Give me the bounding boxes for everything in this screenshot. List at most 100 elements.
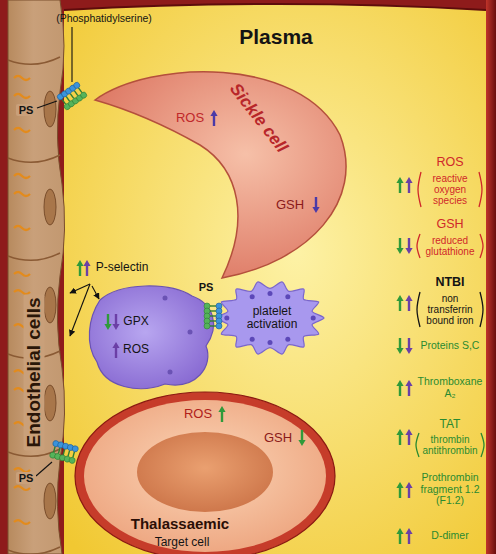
marker-name: Proteins S,C (416, 340, 484, 352)
shape-outline (8, 0, 66, 554)
cell-nucleus (44, 385, 56, 421)
activated-cell: GPX ROS (86, 278, 226, 396)
platelet-granule (250, 294, 255, 299)
granule (163, 296, 168, 301)
ps-label: PS (199, 281, 214, 293)
plasma-lumen (64, 4, 486, 554)
change-arrow (112, 314, 119, 330)
target-cell-centre (137, 432, 273, 512)
change-arrow (405, 482, 412, 498)
target-cell: ROSGSHThalassaemicTarget cell (70, 388, 342, 554)
cell-nucleus (44, 483, 56, 519)
granule (188, 330, 193, 335)
platelet: platelet activation (214, 280, 326, 358)
parenthesis (480, 234, 483, 258)
ps-label: PS (16, 104, 37, 116)
change-arrow (396, 482, 403, 498)
sickle-cell-shape (95, 72, 346, 278)
cell-nucleus (44, 91, 56, 127)
change-arrow (298, 430, 305, 446)
leader-line (36, 462, 52, 476)
change-arrow (112, 342, 119, 358)
activated-cell-shape (89, 286, 213, 389)
sickle-cell: ROSSickle cellGSH (88, 56, 370, 282)
cell-boundary (8, 547, 60, 554)
change-arrow (405, 380, 412, 396)
change-arrow (405, 429, 412, 445)
change-arrow (210, 110, 217, 126)
molecule-label: GSH (264, 431, 292, 445)
change-arrow (396, 177, 403, 193)
platelet-granule (285, 337, 290, 342)
endothelium-shape (8, 0, 65, 554)
platelet-granule (285, 294, 290, 299)
cell-boundary (8, 155, 60, 162)
change-arrow (396, 429, 403, 445)
parenthesis (479, 172, 482, 207)
parenthesis (418, 172, 421, 207)
phospholipid-patch (204, 303, 222, 329)
cell-label: Thalassaemic (131, 516, 229, 533)
change-arrow (218, 406, 225, 422)
change-arrow (83, 260, 90, 276)
cell-boundary (8, 253, 60, 260)
receptor-label: P-selectin (96, 261, 149, 274)
molecule-label: GSH (276, 198, 304, 212)
change-arrow (396, 295, 403, 311)
region-title: Plasma (239, 25, 313, 48)
process-label: platelet activation (241, 305, 303, 331)
marker-description: reactive oxygen species (423, 173, 477, 206)
marker-name: Thromboxane A₂ (416, 376, 484, 399)
phospholipid-patch (49, 440, 79, 464)
term-label: (Phosphatidylserine) (56, 13, 152, 25)
enzyme-label: GPX (123, 315, 148, 328)
change-arrow (396, 338, 403, 354)
change-arrow (312, 197, 319, 213)
region-label: Endothelial cells (24, 294, 45, 450)
platelet-granule (250, 337, 255, 342)
phospholipid-patch (56, 81, 88, 111)
organelle (14, 520, 30, 524)
marker-name: D-dimer (416, 530, 484, 542)
change-arrow (396, 238, 403, 254)
marker-name: NTBI (435, 276, 464, 290)
leader-line (92, 286, 99, 299)
change-arrow (405, 238, 412, 254)
leader-line (70, 284, 90, 336)
platelet-shape (216, 282, 324, 354)
shape-outline (86, 278, 226, 396)
cell-caption: Target cell (155, 536, 210, 549)
cell-nucleus (44, 189, 56, 225)
marker-name: Prothrombin fragment 1.2 (F1.2) (416, 472, 484, 507)
parenthesis (481, 433, 484, 457)
parenthesis (480, 292, 483, 327)
marker-name: GSH (436, 218, 463, 232)
change-arrow (405, 528, 412, 544)
change-arrow (104, 314, 111, 330)
change-arrow (405, 338, 412, 354)
molecule-label: ROS (123, 343, 149, 356)
change-arrow (76, 260, 83, 276)
marker-description: reduced glutathione (422, 235, 478, 257)
organelle (14, 128, 30, 132)
vessel-wall-right (486, 0, 496, 554)
target-cell-rim (75, 392, 335, 554)
ps-label: PS (16, 472, 37, 484)
organelle (14, 290, 30, 294)
parenthesis (416, 433, 419, 457)
organelle (14, 192, 30, 196)
marker-name: TAT (440, 418, 461, 431)
platelet-granule (268, 340, 273, 345)
platelet-granule (311, 316, 316, 321)
organelle (14, 76, 30, 80)
marker-description: non transferrin bound iron (422, 293, 478, 326)
parenthesis (417, 234, 420, 258)
target-cell-body (84, 400, 326, 552)
cell-boundary (8, 57, 60, 64)
leader-line (71, 27, 72, 82)
change-arrow (405, 177, 412, 193)
marker-description: thrombin antithrombin (421, 434, 479, 456)
